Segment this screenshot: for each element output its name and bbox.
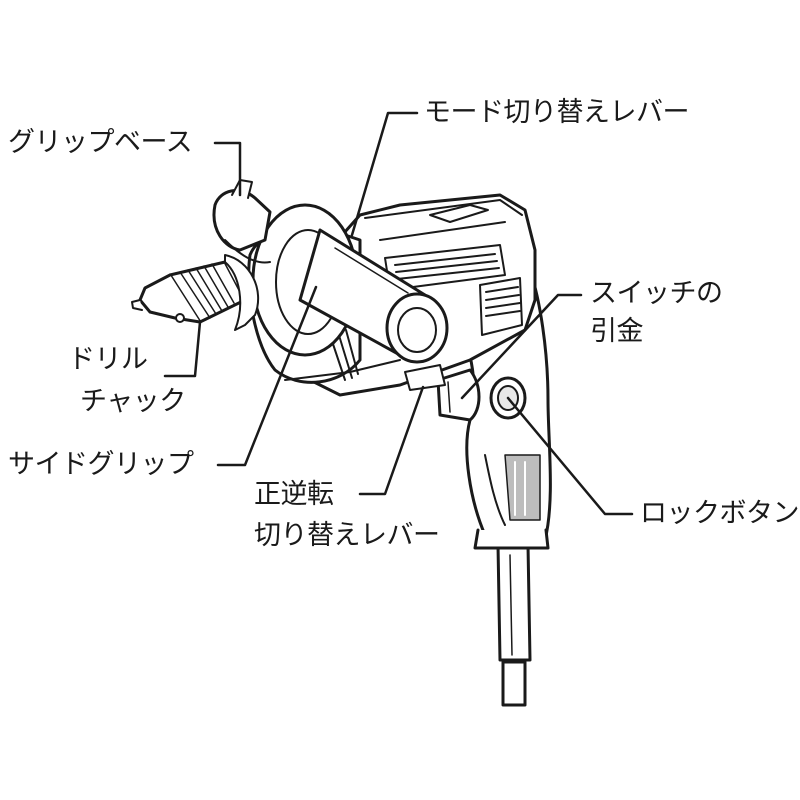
leader-lines: [163, 111, 634, 516]
label-reverse-lever-line1: 正逆転: [254, 479, 334, 510]
label-mode-lever: モード切り替えレバー: [424, 97, 690, 128]
label-side-grip: サイドグリップ: [8, 449, 194, 480]
label-lock-button: ロックボタン: [640, 498, 800, 529]
label-reverse-lever-line2: 切り替えレバー: [254, 520, 440, 551]
label-grip-base: グリップベース: [8, 127, 193, 158]
label-drill-chuck-line2: チャック: [80, 386, 186, 417]
side-grip-handle: [298, 228, 449, 364]
label-drill-chuck-line1: ドリル: [68, 344, 148, 375]
power-cord: [496, 543, 532, 707]
reverse-lever-shape: [404, 364, 446, 391]
drill-chuck-shape: [131, 254, 260, 331]
trigger-shape: [436, 368, 481, 422]
label-switch-trigger-line1: スイッチの: [590, 278, 723, 309]
grip-base-shape: [212, 179, 272, 264]
label-switch-trigger-line2: 引金: [590, 316, 644, 347]
